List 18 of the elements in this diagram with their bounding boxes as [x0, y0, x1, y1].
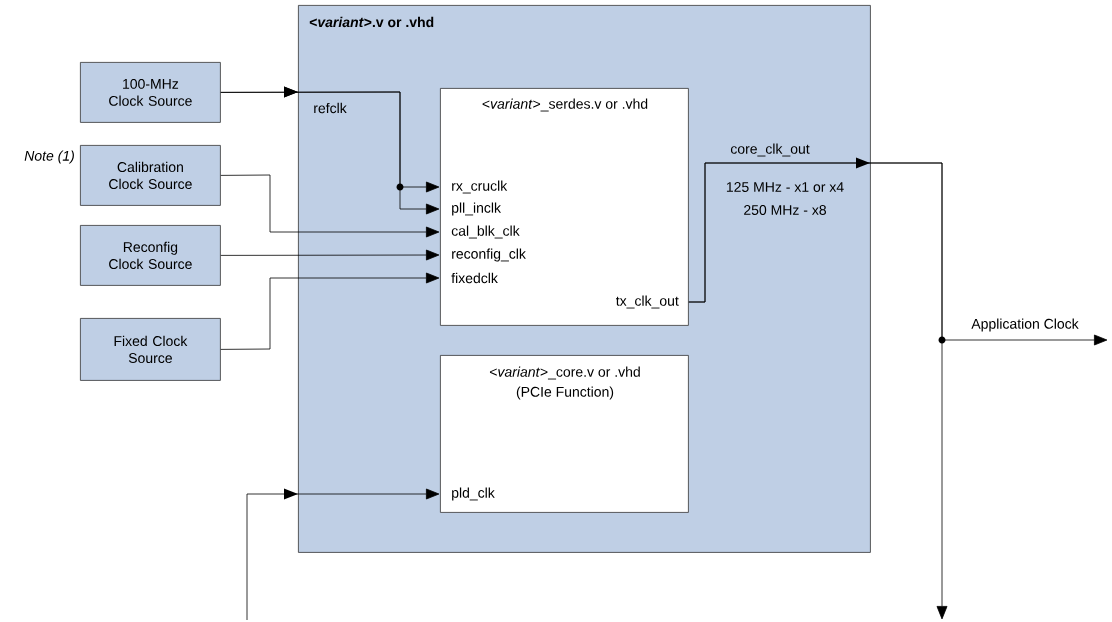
arrow: [220, 174, 440, 238]
clock-source-box: 100-MHz Clock Source: [80, 62, 221, 123]
edge-label: Application Clock: [971, 318, 1079, 332]
submodule-box: <variant>_serdes.v or .vhd rx_cruclk pll_inclk cal_blk_clk reconfig_clk fixedclk tx_clk_out: [440, 88, 689, 326]
clock-source-box: Fixed Clock Source: [80, 318, 221, 381]
arrow: [220, 86, 440, 215]
arrow: [220, 272, 440, 350]
submodule-box: <variant>_core.v or .vhd (PCIe Function) pld_clk: [440, 355, 689, 513]
arrow: [688, 162, 1108, 346]
clock-source-box: Reconfig Clock Source: [80, 225, 221, 286]
arrow: [220, 249, 440, 261]
node-label: Note (1): [24, 150, 74, 164]
edge-label: refclk: [314, 102, 347, 114]
clock-source-box: Calibration Clock Source Note (1): [24, 145, 221, 206]
edge-label: core_clk_out: [730, 143, 810, 157]
arrow: [246, 488, 440, 621]
frequency-label: 250 MHz - x8: [744, 205, 826, 215]
frequency-label: 125 MHz - x1 or x4: [726, 182, 844, 192]
